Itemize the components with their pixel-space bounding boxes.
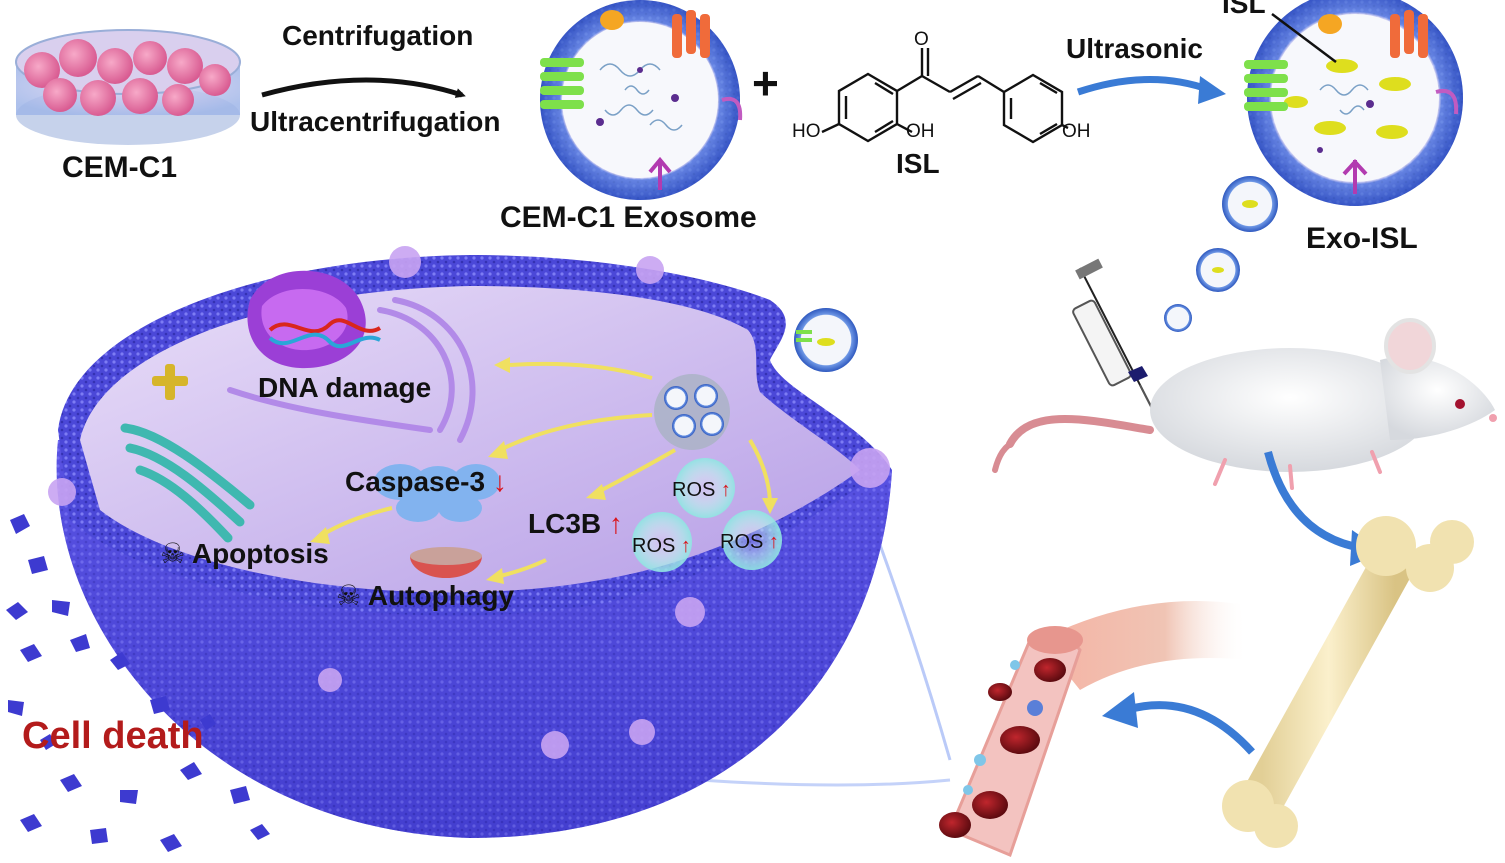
ros-bubbles [632, 458, 782, 572]
bone-to-vessel-arrow [1124, 701, 1255, 755]
ros-label-1: ROS ↑ [672, 480, 731, 500]
isl-structure [821, 48, 1069, 144]
isl-loaded [1284, 59, 1411, 139]
centrifugation-arrow [261, 77, 466, 98]
exo-isl-particles [1164, 176, 1278, 332]
lc3b-text: LC3B [528, 508, 602, 539]
rna-strands [599, 63, 683, 131]
apoptosis-text: Apoptosis [191, 538, 329, 569]
isl-label: ISL [896, 148, 940, 179]
cell-debris [6, 514, 270, 852]
cell-line-label: CEM-C1 [62, 151, 178, 184]
ros-up-arrow-1: ↑ [720, 479, 731, 501]
exosome-vesicle [540, 0, 743, 200]
ros-label-2: ROS ↑ [632, 536, 691, 556]
apoptosis-label: ☠ Apoptosis [160, 540, 329, 568]
red-blood-cells [939, 658, 1066, 838]
nucleus [247, 270, 382, 369]
exo-particles-in-blood [963, 660, 1043, 795]
docking-exosome [794, 308, 858, 372]
cancer-cell [48, 246, 892, 838]
ros-up-arrow-2: ↑ [680, 535, 691, 557]
skull-icon: ☠ [336, 579, 362, 612]
skull-icon: ☠ [160, 537, 186, 570]
hydroxyl-middle: OH [906, 121, 935, 142]
caspase-down-arrow: ↓ [492, 466, 507, 497]
caspase-text: Caspase-3 [345, 466, 486, 497]
autophagy-text: Autophagy [367, 580, 515, 611]
ros-up-arrow-3: ↑ [768, 531, 779, 553]
mouse-to-bone-arrow [1264, 450, 1363, 552]
bone [1222, 516, 1474, 848]
ros-text-3: ROS [720, 531, 764, 553]
pink-cells [24, 39, 231, 116]
exosome-label: CEM-C1 Exosome [500, 201, 757, 234]
isl-pointer-label: ISL [1222, 0, 1266, 19]
blood-vessel [939, 600, 1248, 858]
carbonyl-oxygen: O [914, 29, 929, 50]
exo-isl-label: Exo-ISL [1306, 222, 1418, 255]
hydroxyl-right: OH [1062, 121, 1091, 142]
mouse [992, 318, 1497, 490]
centriole [152, 364, 188, 400]
caspase-label: Caspase-3 ↓ [345, 468, 507, 496]
centrifugation-label: Centrifugation [282, 20, 474, 51]
exo-isl-vesicle [1244, 0, 1463, 206]
ultrasonic-label: Ultrasonic [1066, 33, 1203, 64]
plus-sign: + [752, 57, 779, 109]
ultrasonic-arrow [1076, 76, 1212, 96]
autophagosome [410, 547, 482, 578]
lc3b-up-arrow: ↑ [608, 508, 623, 539]
pathway-arrows [320, 361, 772, 578]
endosome [654, 374, 730, 450]
ros-text-1: ROS [672, 479, 716, 501]
dna-damage-label: DNA damage [258, 372, 432, 403]
autophagy-label: ☠ Autophagy [336, 582, 514, 610]
pathway-arrowheads [310, 357, 778, 584]
ros-text-2: ROS [632, 535, 676, 557]
lc3b-label: LC3B ↑ [528, 510, 623, 538]
ultracentrifugation-label: Ultracentrifugation [250, 106, 501, 137]
mitochondria [120, 423, 255, 543]
membrane-vesicles [48, 246, 890, 759]
syringe [1072, 258, 1163, 429]
cell-death-label: Cell death [22, 715, 204, 757]
ros-label-3: ROS ↑ [720, 532, 779, 552]
caspase-protein [374, 464, 500, 522]
golgi-apparatus [227, 297, 476, 443]
culture-dish [15, 29, 241, 145]
membrane-proteins [540, 10, 743, 190]
hydroxyl-left: HO [792, 121, 821, 142]
